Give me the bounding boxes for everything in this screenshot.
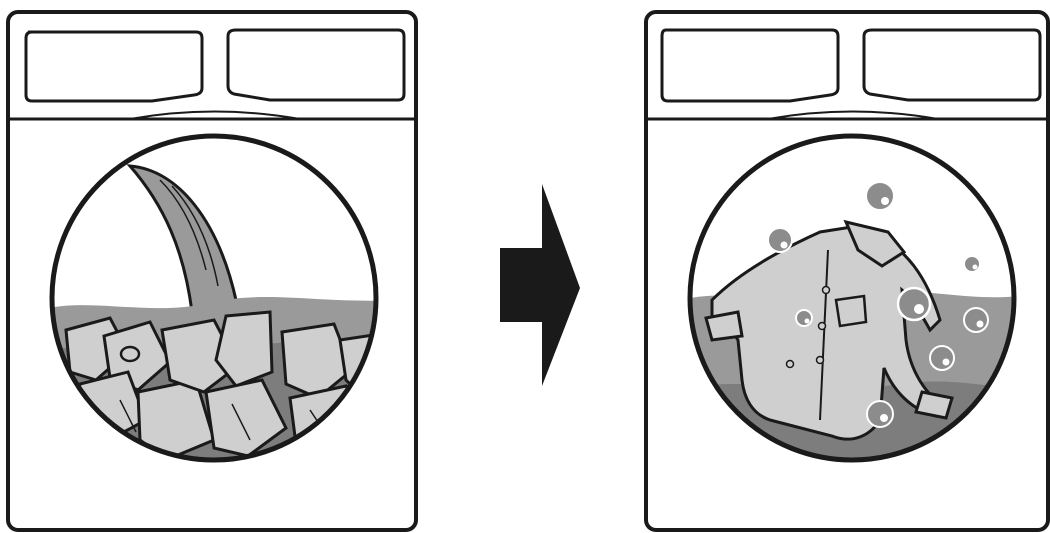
washer-after	[646, 12, 1048, 530]
bubble-icon	[867, 401, 893, 427]
right-arrow-icon	[500, 184, 580, 386]
dispenser-drawer-right	[864, 30, 1040, 100]
bubble-icon	[930, 346, 954, 370]
bubble-icon	[866, 182, 894, 210]
dispenser-drawer-left	[26, 32, 202, 101]
bubble-icon	[796, 310, 812, 326]
bubble-icon	[964, 308, 988, 332]
washer-before	[8, 12, 416, 530]
bubble-icon	[898, 288, 930, 320]
bubble-icon	[964, 256, 980, 272]
dispenser-drawer-right	[228, 30, 404, 100]
bubble-icon	[768, 228, 792, 252]
dispenser-drawer-left	[662, 30, 838, 101]
cloth-button	[121, 347, 139, 361]
